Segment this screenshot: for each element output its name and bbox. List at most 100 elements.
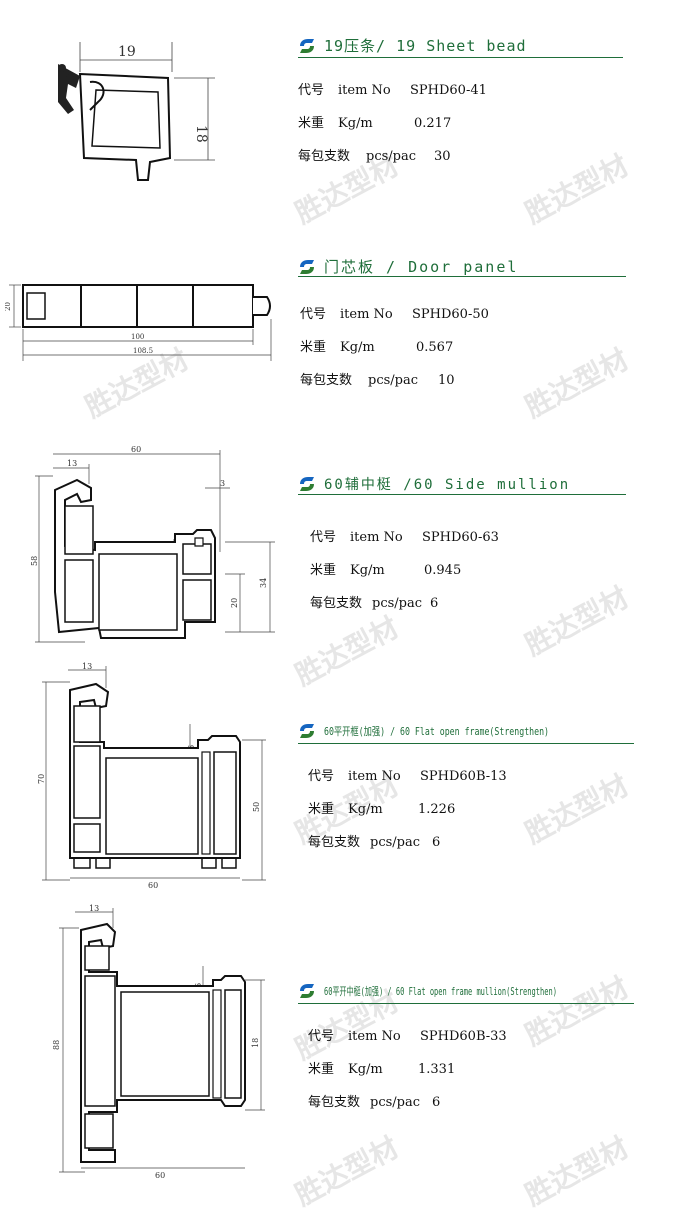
dim-label: 13	[89, 904, 99, 913]
product-title: 60辅中梃 /60 Side mullion	[324, 477, 571, 493]
spec-label-en: item No	[348, 1029, 401, 1044]
spec-label-en: item No	[350, 530, 403, 545]
dim-label: 18	[251, 1038, 260, 1048]
spec-label-en: item No	[338, 83, 391, 98]
sheet-bead-drawing: 19 18	[40, 30, 230, 190]
brand-logo-icon	[300, 259, 314, 274]
spec-label: 代号	[300, 307, 327, 322]
spec-value: 10	[438, 373, 455, 388]
spec-label-en: Kg/m	[340, 340, 375, 355]
spec-label-en: pcs/pac	[370, 835, 421, 850]
dim-label: 60	[155, 1171, 165, 1180]
spec-label: 每包支数	[308, 835, 361, 850]
spec-value: 0.945	[424, 563, 462, 578]
spec-label-en: Kg/m	[350, 563, 385, 578]
spec-block: 代号 item No SPHD60-41 米重 Kg/m 0.217 每包支数 …	[298, 74, 487, 173]
spec-row-weight: 米重 Kg/m 1.331	[308, 1053, 507, 1086]
spec-block: 代号 item No SPHD60-63 米重 Kg/m 0.945 每包支数 …	[310, 521, 499, 620]
dim-label: 19	[118, 44, 136, 60]
title-underline	[298, 276, 626, 277]
spec-value: 6	[432, 1095, 441, 1110]
spec-label: 米重	[300, 340, 327, 355]
spec-row-item: 代号 item No SPHD60-63	[310, 521, 499, 554]
dim-label: 3	[220, 479, 225, 488]
spec-label-en: pcs/pac	[366, 149, 417, 164]
dim-label: 100	[131, 333, 144, 341]
spec-label: 米重	[298, 116, 325, 131]
brand-logo-icon	[300, 477, 314, 491]
spec-row-pack: 每包支数 pcs/pac 6	[308, 1086, 507, 1119]
product-title-row: 60平开中梃(加强) / 60 Flat open frame mullion(…	[298, 982, 680, 1000]
dim-label: 18	[193, 125, 209, 143]
spec-label: 代号	[298, 83, 325, 98]
dim-label: 13	[82, 662, 92, 671]
side-mullion-drawing: 60 13 3 6 58 34 20	[25, 442, 280, 652]
dim-label: 58	[30, 556, 39, 566]
spec-value: SPHD60-41	[410, 83, 487, 98]
spec-label: 每包支数	[308, 1095, 361, 1110]
spec-label: 每包支数	[310, 596, 363, 611]
watermark: 胜达型材	[519, 148, 634, 231]
spec-label-en: item No	[348, 769, 401, 784]
spec-label-en: pcs/pac	[370, 1095, 421, 1110]
spec-value: 0.217	[414, 116, 452, 131]
spec-value: 30	[434, 149, 451, 164]
spec-label-en: Kg/m	[348, 802, 383, 817]
dim-label: 34	[259, 578, 268, 588]
spec-label: 米重	[308, 802, 335, 817]
spec-label: 米重	[308, 1062, 335, 1077]
spec-label-en: item No	[340, 307, 393, 322]
frame-mullion-drawing: 13 6 88 18 60	[45, 900, 275, 1186]
spec-label-en: Kg/m	[338, 116, 373, 131]
spec-row-weight: 米重 Kg/m 0.567	[300, 331, 489, 364]
spec-row-item: 代号 item No SPHD60B-33	[308, 1020, 507, 1053]
dim-label: 60	[131, 445, 141, 454]
watermark: 胜达型材	[519, 580, 634, 663]
brand-logo-icon	[300, 724, 314, 738]
dim-label: 70	[37, 774, 46, 784]
spec-value: 1.331	[418, 1062, 456, 1077]
dim-label: 108.5	[133, 347, 153, 355]
spec-block: 代号 item No SPHD60B-13 米重 Kg/m 1.226 每包支数…	[308, 760, 507, 859]
product-title-row: 60辅中梃 /60 Side mullion	[298, 474, 570, 494]
flat-open-frame-drawing: 13 6 70 50 60	[30, 658, 275, 890]
product-title: 19压条/ 19 Sheet bead	[324, 37, 527, 55]
spec-value: 1.226	[418, 802, 456, 817]
spec-block: 代号 item No SPHD60-50 米重 Kg/m 0.567 每包支数 …	[300, 298, 489, 397]
product-title: 门芯板 / Door panel	[324, 258, 519, 276]
spec-label-en: pcs/pac	[368, 373, 419, 388]
spec-row-weight: 米重 Kg/m 1.226	[308, 793, 507, 826]
watermark: 胜达型材	[519, 1130, 634, 1213]
watermark: 胜达型材	[519, 970, 634, 1053]
spec-row-pack: 每包支数 pcs/pac 6	[310, 587, 499, 620]
title-underline	[298, 743, 634, 744]
spec-row-weight: 米重 Kg/m 0.945	[310, 554, 499, 587]
spec-block: 代号 item No SPHD60B-33 米重 Kg/m 1.331 每包支数…	[308, 1020, 507, 1119]
dim-label: 20	[5, 302, 12, 311]
brand-logo-icon	[300, 38, 314, 53]
spec-label-en: Kg/m	[348, 1062, 383, 1077]
spec-value: SPHD60B-33	[420, 1029, 507, 1044]
spec-value: 6	[432, 835, 441, 850]
spec-label: 米重	[310, 563, 337, 578]
watermark: 胜达型材	[519, 342, 634, 425]
product-title-row: 门芯板 / Door panel	[298, 256, 518, 277]
title-underline	[298, 57, 623, 58]
title-underline	[298, 1003, 634, 1004]
spec-row-pack: 每包支数 pcs/pac 30	[298, 140, 487, 173]
spec-label-en: pcs/pac	[372, 596, 423, 611]
spec-label: 代号	[308, 769, 335, 784]
spec-label: 每包支数	[300, 373, 353, 388]
spec-label: 每包支数	[298, 149, 351, 164]
spec-label: 代号	[308, 1029, 335, 1044]
dim-label: 50	[252, 802, 261, 812]
product-title: 60平开框(加强) / 60 Flat open frame(Strengthe…	[324, 725, 550, 738]
spec-value: 6	[430, 596, 439, 611]
spec-value: SPHD60-50	[412, 307, 489, 322]
spec-value: 0.567	[416, 340, 454, 355]
product-title-row: 19压条/ 19 Sheet bead	[298, 35, 527, 56]
spec-value: SPHD60-63	[422, 530, 499, 545]
dim-label: 20	[230, 598, 239, 608]
dim-label: 13	[67, 459, 77, 468]
spec-row-weight: 米重 Kg/m 0.217	[298, 107, 487, 140]
